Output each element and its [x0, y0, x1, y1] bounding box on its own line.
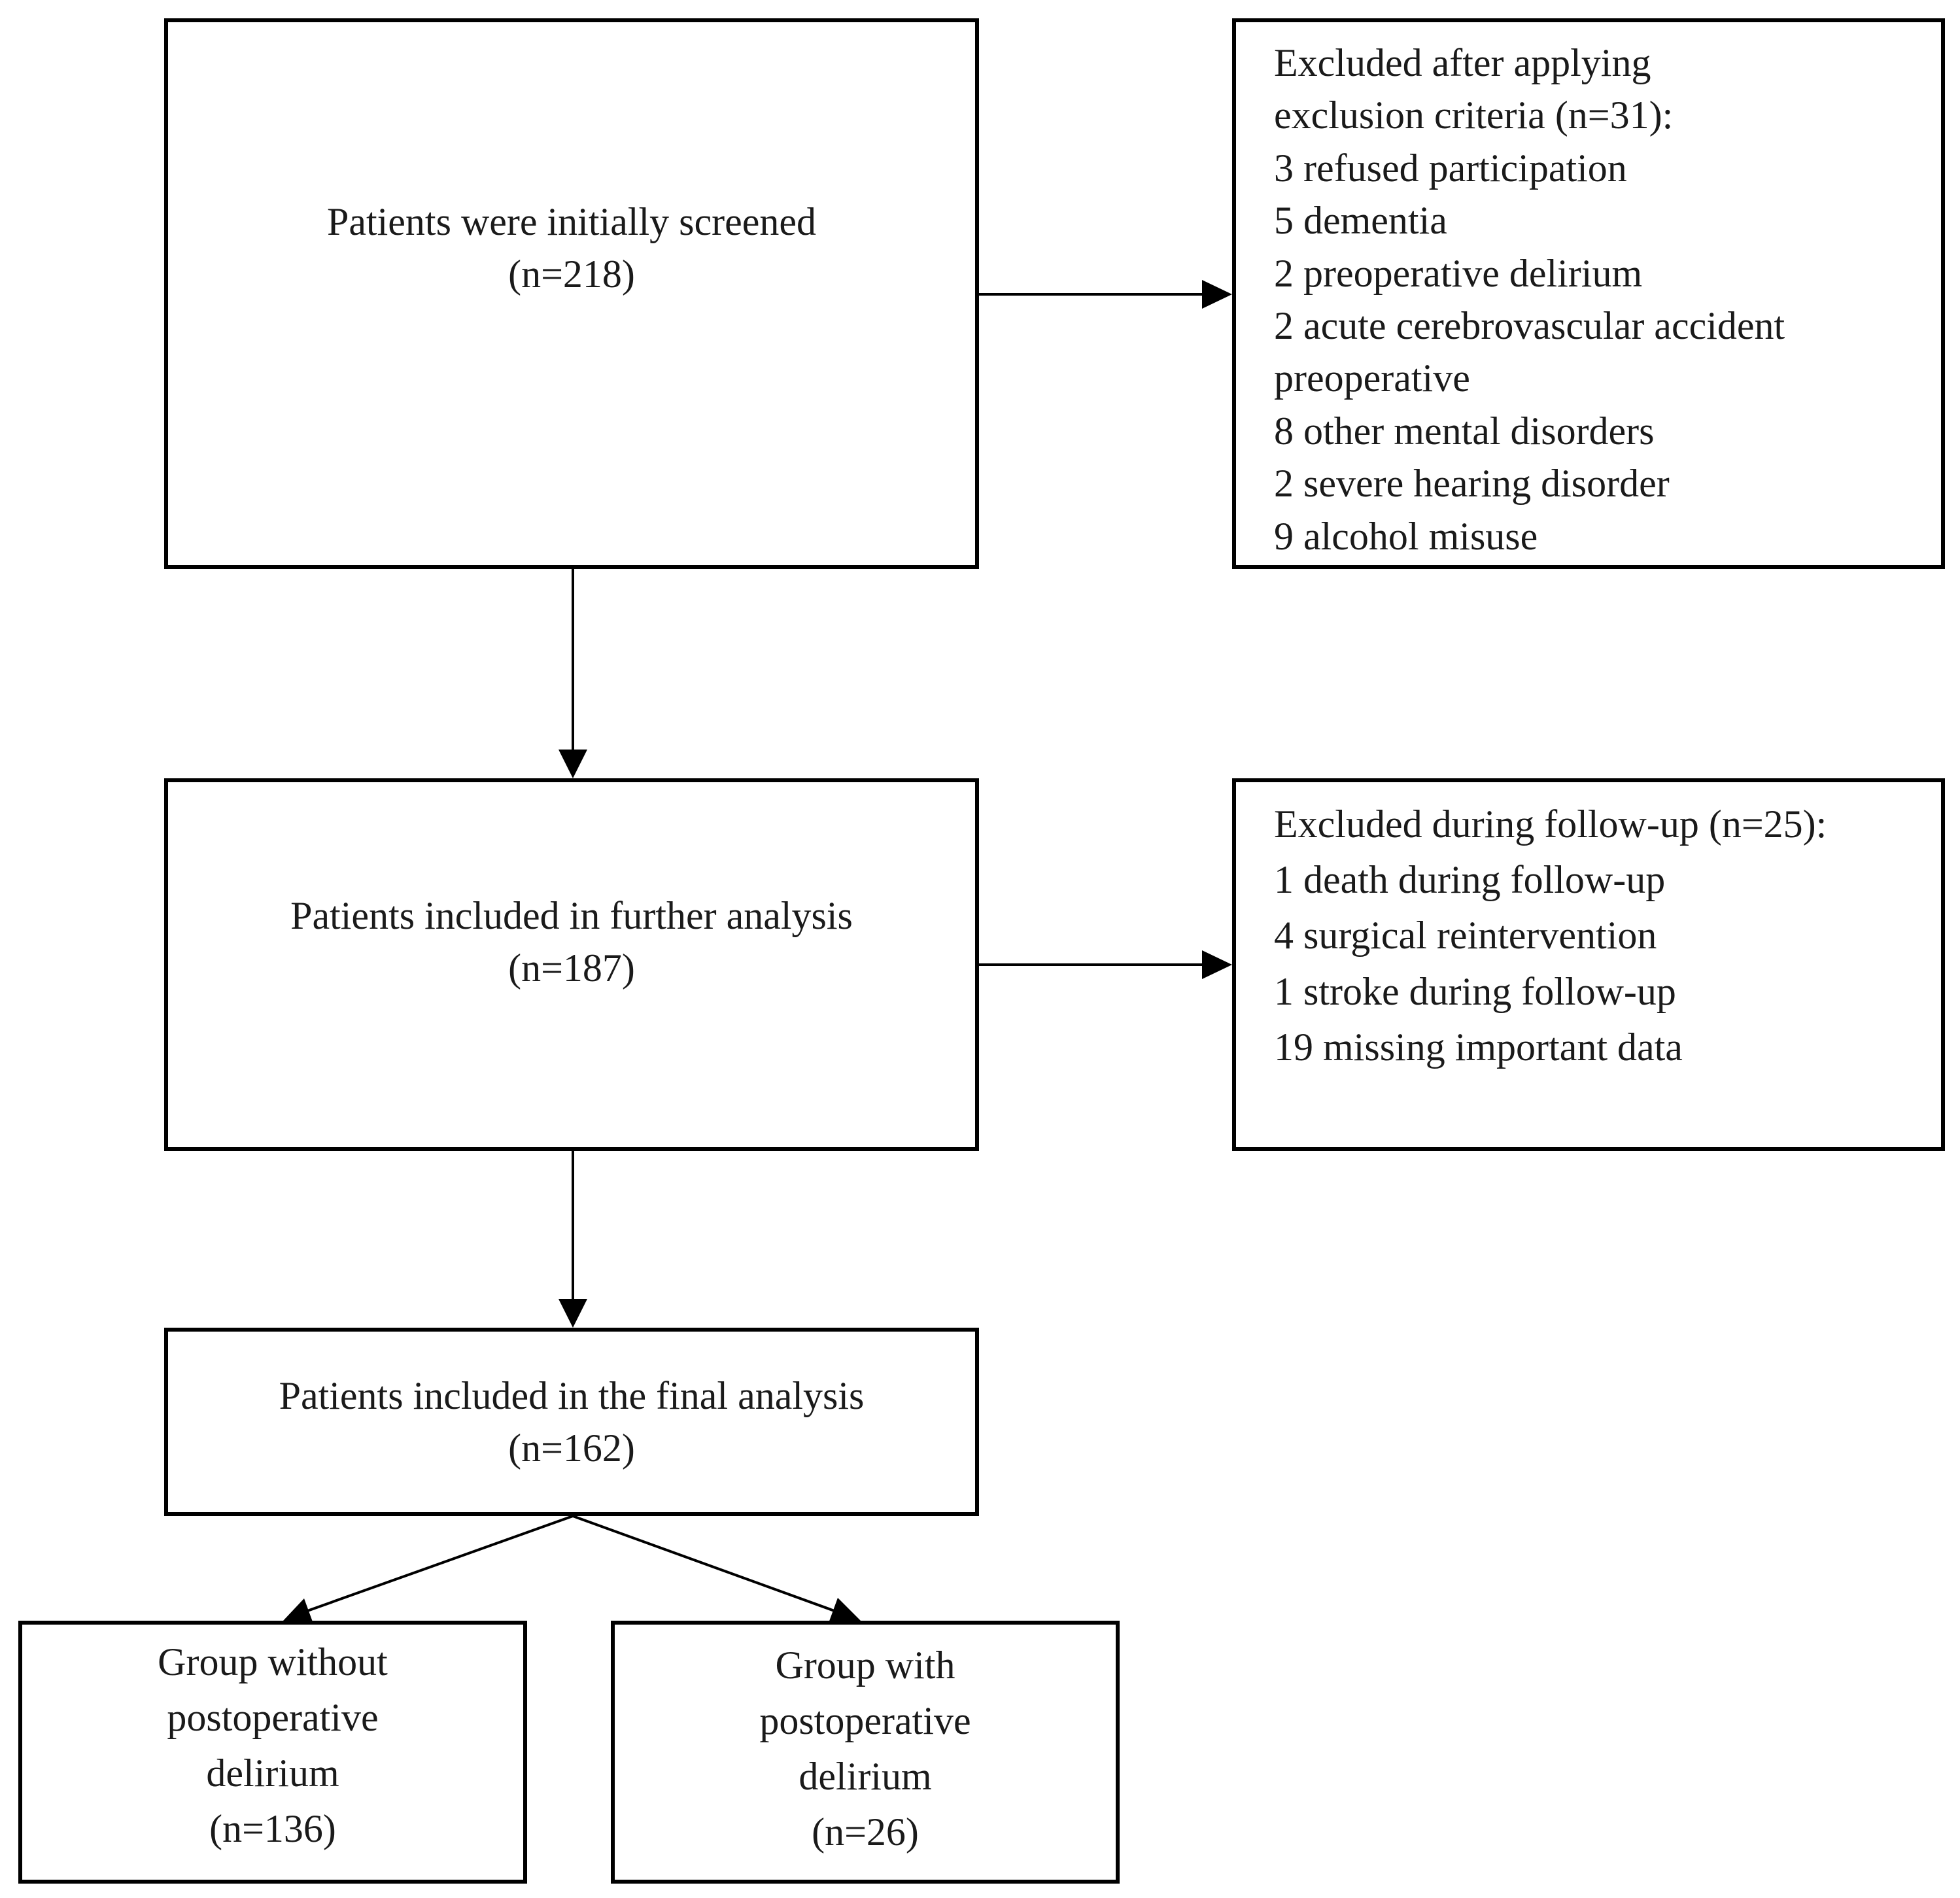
further-analysis-box: Patients included in further analysis (n…: [164, 778, 979, 1151]
arrow-screened-to-further-analysis: [559, 569, 587, 778]
excluded-followup-item: 4 surgical reintervention: [1274, 914, 1657, 958]
arrow-further-to-excluded-followup: [979, 950, 1232, 979]
excluded-criteria-item: 3 refused participation: [1274, 146, 1627, 190]
with-delirium-label-3: delirium: [799, 1755, 932, 1798]
arrow-final-to-without-delirium: [283, 1515, 574, 1625]
without-delirium-count: (n=136): [209, 1807, 336, 1851]
excluded-criteria-item: 5 dementia: [1274, 199, 1447, 243]
excluded-criteria-box: Excluded after applying exclusion criter…: [1232, 18, 1945, 569]
without-delirium-label-2: postoperative: [167, 1695, 379, 1739]
excluded-criteria-item: 8 other mental disorders: [1274, 409, 1655, 453]
without-delirium-label-3: delirium: [206, 1751, 339, 1795]
excluded-followup-heading: Excluded during follow-up (n=25):: [1274, 802, 1827, 846]
excluded-followup-item: 1 stroke during follow-up: [1274, 969, 1676, 1013]
excluded-criteria-item: 2 acute cerebrovascular accident preoper…: [1274, 303, 1785, 400]
excluded-followup-box: Excluded during follow-up (n=25): 1 deat…: [1232, 778, 1945, 1151]
excluded-criteria-item: 2 preoperative delirium: [1274, 251, 1643, 295]
excluded-criteria-item: 9 alcohol misuse: [1274, 514, 1538, 558]
screened-box: Patients were initially screened (n=218): [164, 18, 979, 569]
with-delirium-label-1: Group with: [775, 1643, 955, 1687]
further-analysis-count: (n=187): [508, 946, 635, 990]
excluded-criteria-item: 2 severe hearing disorder: [1274, 462, 1670, 506]
final-analysis-label: Patients included in the final analysis: [279, 1373, 865, 1417]
without-delirium-label-1: Group without: [158, 1640, 388, 1683]
arrow-further-to-final-analysis: [559, 1151, 587, 1328]
arrow-final-to-with-delirium: [572, 1515, 861, 1625]
with-delirium-box: Group with postoperative delirium (n=26): [611, 1621, 1120, 1884]
without-delirium-box: Group without postoperative delirium (n=…: [18, 1621, 527, 1884]
screened-count: (n=218): [508, 252, 635, 296]
excluded-criteria-heading: Excluded after applying exclusion criter…: [1274, 41, 1674, 137]
final-analysis-count: (n=162): [508, 1426, 635, 1470]
arrow-screened-to-excluded-criteria: [979, 280, 1232, 309]
with-delirium-count: (n=26): [812, 1810, 919, 1854]
excluded-followup-item: 1 death during follow-up: [1274, 858, 1666, 902]
final-analysis-box: Patients included in the final analysis …: [164, 1328, 979, 1516]
screened-label: Patients were initially screened: [326, 199, 817, 243]
excluded-followup-item: 19 missing important data: [1274, 1025, 1683, 1069]
with-delirium-label-2: postoperative: [759, 1699, 971, 1742]
further-analysis-label: Patients included in further analysis: [290, 893, 853, 937]
